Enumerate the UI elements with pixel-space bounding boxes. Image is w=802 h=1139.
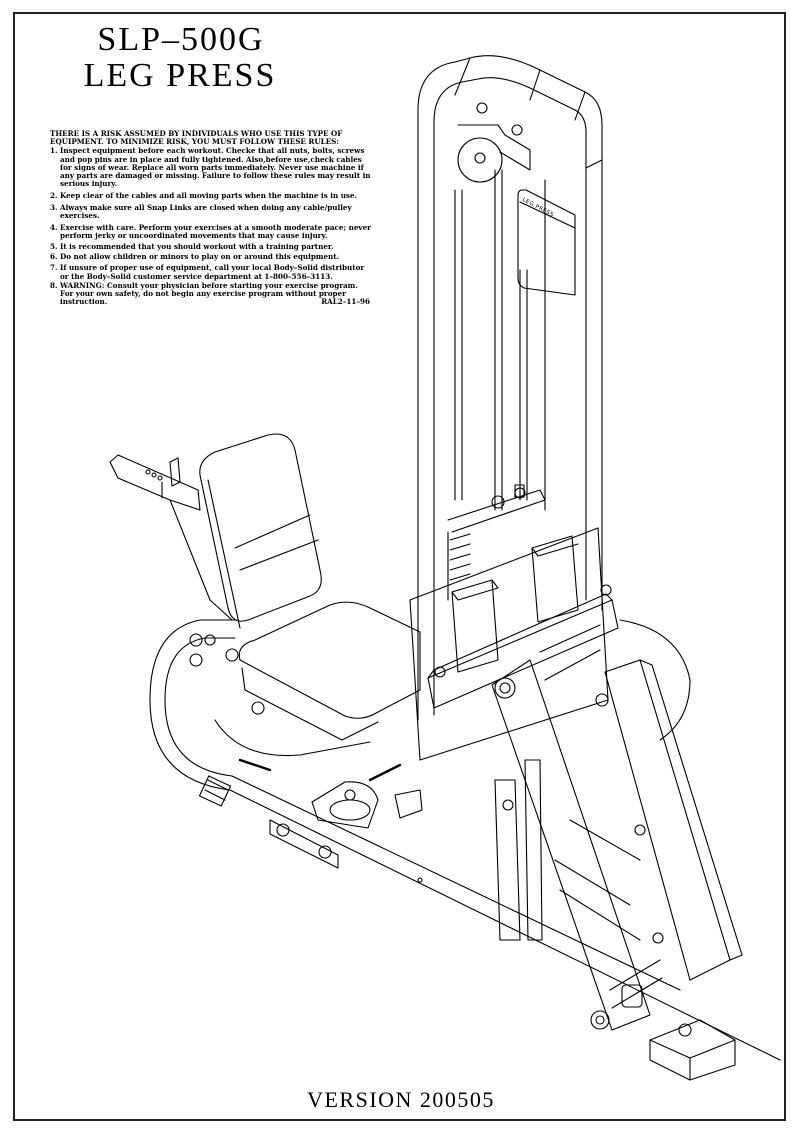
rule-item: 5.It is recommended that you should work…: [50, 242, 334, 252]
document-code: RAL2–11–96: [321, 297, 370, 307]
rule-item: 2.Keep clear of the cables and all movin…: [50, 190, 358, 200]
base-frame: [149, 619, 781, 1061]
foot-plate: [409, 527, 619, 761]
page-title: SLP–500G LEG PRESS: [0, 22, 360, 94]
rule-item: 8.WARNING: Consult your physician before…: [50, 280, 358, 307]
safety-intro: THERE IS A RISK ASSUMED BY INDIVIDUALS W…: [50, 129, 343, 147]
product-name: LEG PRESS: [83, 57, 277, 94]
seat-back: [109, 433, 322, 629]
rule-item: 6.Do not allow children or minors to pla…: [50, 251, 340, 261]
rule-item: 3.Always make sure all Snap Links are cl…: [50, 202, 352, 220]
tower-frame: [417, 55, 603, 721]
rule-item: 7.If unsure of proper use of equipment, …: [50, 263, 365, 281]
rules-list: 1.Inspect equipment before each workout.…: [50, 147, 372, 306]
model-number: SLP–500G: [97, 21, 265, 58]
version-label: VERSION 200505: [307, 1087, 495, 1112]
page-border: [13, 12, 786, 1121]
rule-item: 4.Exercise with care. Perform your exerc…: [50, 222, 371, 240]
seat-pad: [238, 601, 421, 741]
safety-rules: THERE IS A RISK ASSUMED BY INDIVIDUALS W…: [50, 129, 372, 307]
rule-item: 1.Inspect equipment before each workout.…: [50, 146, 371, 189]
lever-arms: [491, 619, 743, 1081]
